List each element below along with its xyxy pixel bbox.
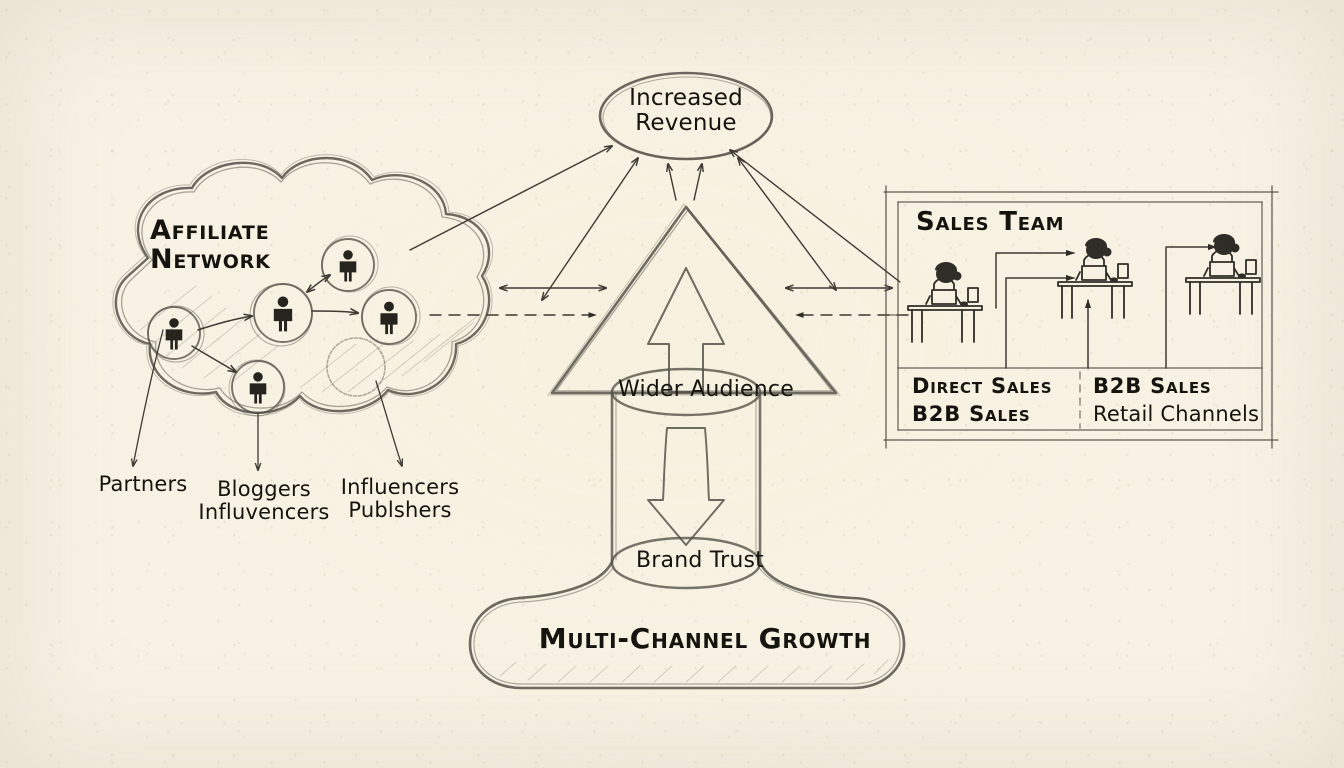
affiliate-network-cloud (112, 154, 494, 417)
callout-partners-label: Partners (98, 472, 188, 496)
node-empty-circle (326, 337, 386, 397)
callout-bloggers: Bloggers Influvencers (198, 478, 329, 523)
increased-revenue-ellipse (598, 71, 774, 161)
sales-column-right: B2B Sales Retail Channels (1093, 373, 1259, 429)
sales-column-right-line2: Retail Channels (1093, 401, 1260, 426)
node-top-circle (321, 235, 379, 293)
growth-base-platform (468, 560, 906, 690)
sales-column-left-line1: Direct Sales (912, 374, 1053, 398)
sales-team-title: Sales Team (916, 208, 1064, 236)
callout-bloggers-line2: Influvencers (198, 499, 330, 524)
sales-column-left-line2: B2B Sales (912, 401, 1031, 426)
cloud-person-glyphs (165, 250, 398, 404)
wider-audience-label: Wider Audience (618, 378, 794, 402)
sales-column-left: Direct Sales B2B Sales (912, 373, 1052, 429)
multi-channel-growth-text: Multi-Channel Growth (538, 622, 872, 655)
sales-team-panel (877, 185, 1279, 449)
node-left-circle (147, 305, 205, 363)
cloud-internal-arrows (191, 275, 358, 372)
sales-worker-glyphs (907, 234, 1261, 343)
sales-team-title-text: Sales Team (916, 207, 1065, 237)
callout-bloggers-line1: Bloggers (217, 477, 311, 501)
sales-routing-arrows (995, 243, 1217, 369)
callout-partners: Partners (99, 473, 188, 496)
callout-influencers: Influencers Publshers (341, 476, 460, 521)
cloud-callout-lines (133, 329, 402, 470)
callout-influencers-line1: Influencers (340, 475, 460, 499)
increased-revenue-label: Increased Revenue (629, 86, 743, 136)
node-right-circle (361, 286, 421, 346)
central-pyramid (547, 203, 841, 396)
affiliate-network-title-line1: Affiliate (150, 215, 270, 246)
increased-revenue-line2: Revenue (635, 109, 737, 136)
brand-trust-label: Brand Trust (636, 549, 764, 573)
affiliate-network-title-line2: Network (150, 244, 271, 276)
affiliate-network-title: Affiliate Network (150, 216, 271, 274)
inner-up-arrow (647, 267, 725, 393)
callout-influencers-line2: Publshers (348, 497, 452, 522)
node-bottom-circle (228, 359, 286, 417)
wider-audience-text: Wider Audience (618, 377, 794, 402)
brand-trust-text: Brand Trust (635, 548, 765, 573)
multi-channel-growth-label: Multi-Channel Growth (538, 622, 872, 655)
increased-revenue-line1: Increased (629, 85, 743, 111)
sales-column-right-line1: B2B Sales (1093, 374, 1212, 398)
